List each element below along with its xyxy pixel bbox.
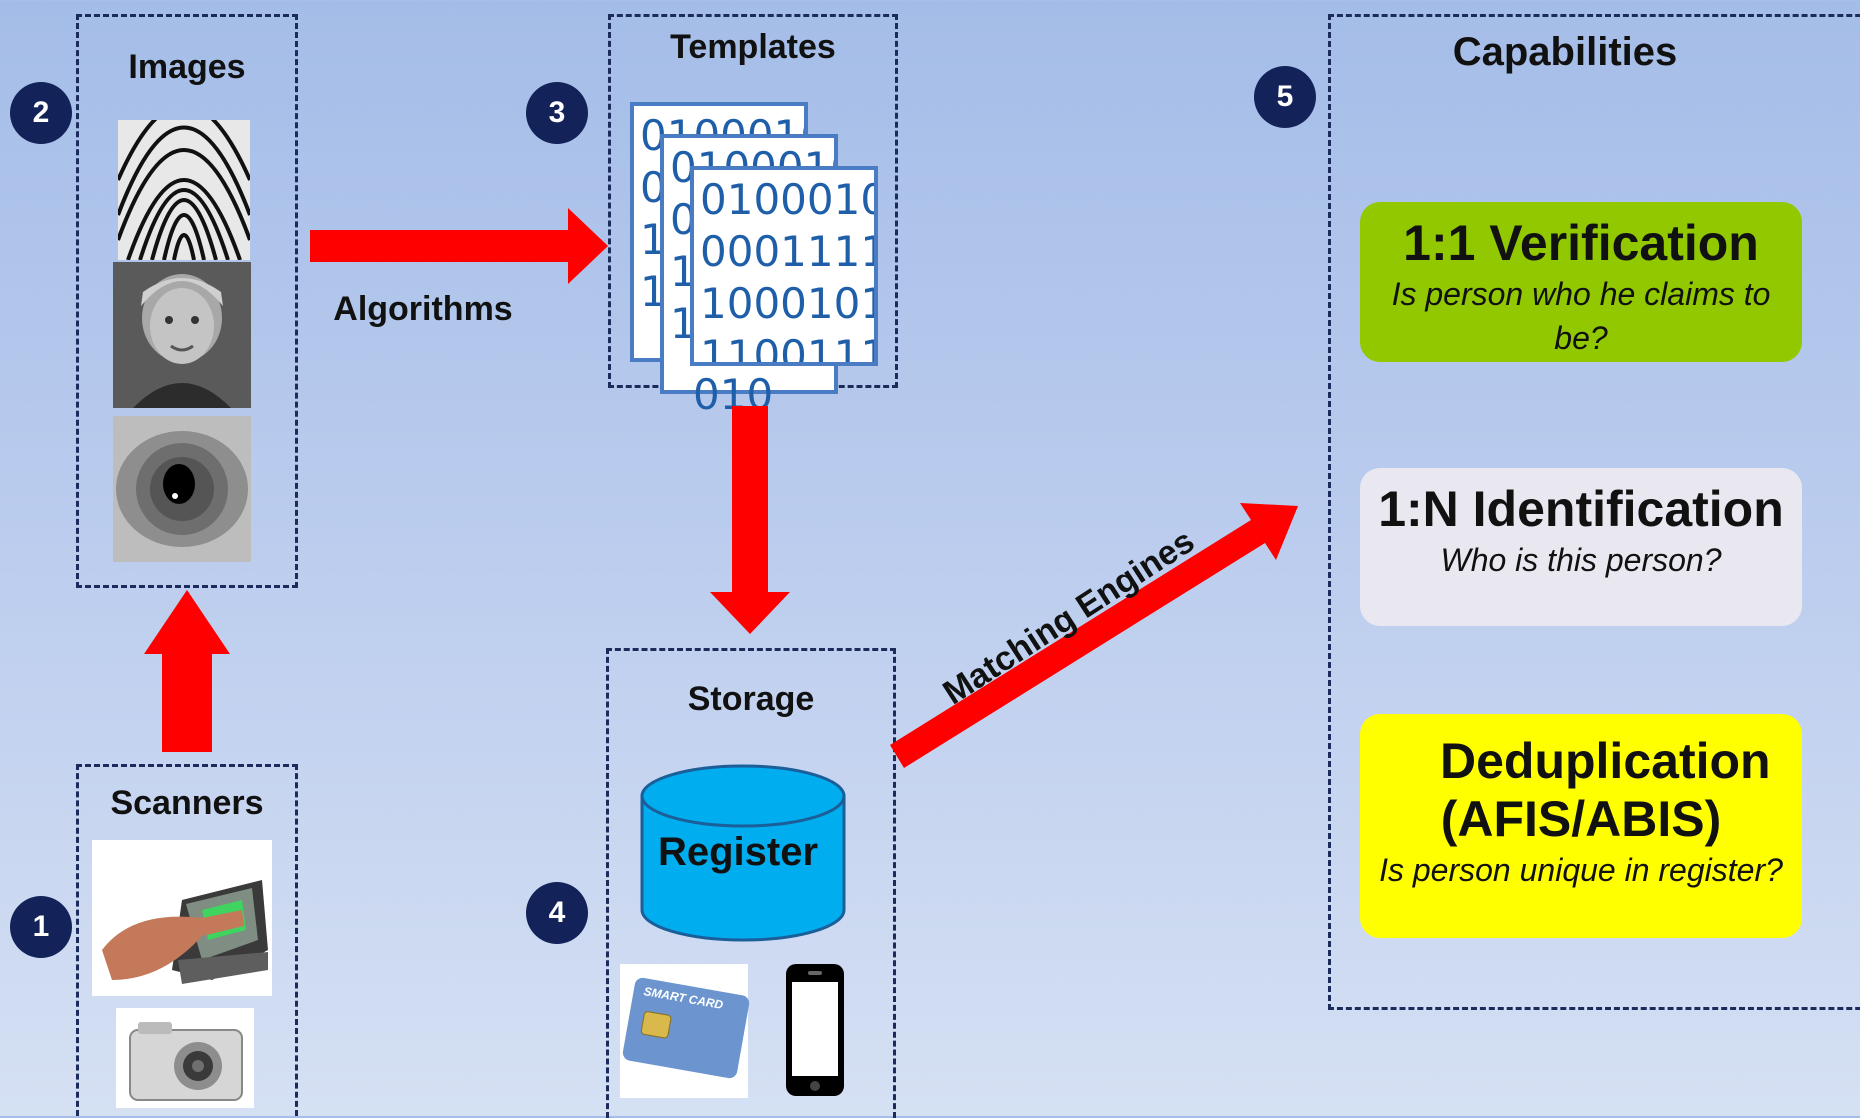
template-doc-front: 0100010 0001111 1000101 1100111 — [690, 166, 878, 366]
template-line: 1000101 — [700, 279, 878, 328]
images-box — [76, 14, 298, 588]
capability-identification: 1:N Identification Who is this person? — [1360, 468, 1802, 626]
templates-label: Templates — [670, 28, 836, 66]
iris-image — [113, 416, 251, 562]
arrow-scanners-to-images — [144, 590, 230, 752]
template-line: 1100111 — [700, 331, 878, 366]
storage-label: Storage — [687, 680, 815, 718]
arrow-images-to-templates — [310, 208, 608, 284]
register-database-icon — [640, 764, 846, 942]
arrow-storage-to-capabilities — [890, 503, 1298, 768]
capability-title: 1:N Identification — [1378, 481, 1784, 537]
scanners-label: Scanners — [110, 784, 264, 822]
capability-title: 1:1 Verification — [1403, 215, 1759, 271]
step-badge-4: 4 — [526, 882, 588, 944]
capabilities-box — [1328, 14, 1860, 1010]
capability-subtitle: Is person unique in register? — [1379, 852, 1783, 888]
chip-icon — [640, 1010, 672, 1040]
capability-subtitle: Who is this person? — [1440, 542, 1722, 578]
smart-card-image: SMART CARD — [620, 964, 751, 1098]
smartphone-icon — [786, 964, 844, 1096]
capability-title: Deduplication (AFIS/ABIS) — [1440, 733, 1771, 847]
step-badge-5: 5 — [1254, 66, 1316, 128]
scanners-box — [76, 764, 298, 1116]
step-badge-2: 2 — [10, 82, 72, 144]
step-badge-3: 3 — [526, 82, 588, 144]
fingerprint-image — [118, 120, 250, 260]
capability-deduplication: Deduplication (AFIS/ABIS) Is person uniq… — [1360, 714, 1802, 938]
camera-image — [116, 1008, 254, 1108]
storage-box — [606, 648, 896, 1118]
capability-subtitle: Is person who he claims to be? — [1391, 276, 1771, 356]
capabilities-label: Capabilities — [1452, 30, 1678, 74]
arrow-templates-to-storage — [710, 406, 790, 634]
smart-card-text: SMART CARD — [642, 984, 725, 1012]
template-line: 0100010 — [700, 175, 878, 224]
algorithms-label: Algorithms — [333, 290, 513, 328]
images-label: Images — [128, 48, 246, 86]
smart-card-body: SMART CARD — [621, 976, 751, 1080]
register-label: Register — [657, 830, 819, 874]
fingerprint-scanner-image — [92, 840, 272, 996]
template-line: 0001111 — [700, 227, 878, 276]
capability-verification: 1:1 Verification Is person who he claims… — [1360, 202, 1802, 362]
step-badge-1: 1 — [10, 896, 72, 958]
face-photo — [113, 262, 251, 408]
